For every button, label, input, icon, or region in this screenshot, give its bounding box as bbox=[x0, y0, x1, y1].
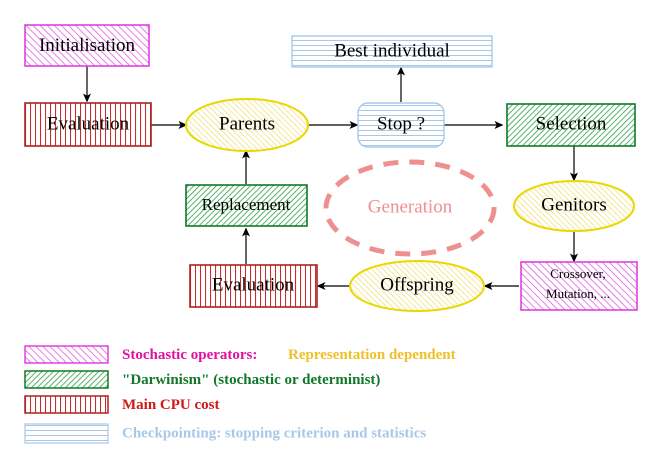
node-evaluation-bottom-shape bbox=[189, 264, 318, 308]
node-evaluation-top-label: Evaluation bbox=[47, 113, 130, 134]
node-offspring-shape bbox=[349, 260, 485, 312]
node-crossover-shape bbox=[520, 261, 638, 311]
legend-label-main-cpu-cost: Main CPU cost bbox=[122, 397, 220, 413]
node-evaluation-top-shape bbox=[24, 102, 152, 147]
node-offspring[interactable]: Offspring bbox=[349, 260, 485, 312]
legend-label-representation-dependent: Representation dependent bbox=[288, 347, 456, 363]
node-replacement-shape bbox=[185, 184, 308, 227]
node-crossover-label-line1: Crossover, bbox=[550, 266, 605, 281]
legend: Stochastic operators: Representation dep… bbox=[24, 345, 456, 444]
node-initialisation[interactable]: Initialisation bbox=[24, 24, 150, 67]
node-best-individual-label: Best individual bbox=[334, 40, 450, 61]
node-parents-shape bbox=[185, 98, 309, 152]
legend-swatch-green-diagonal-hatch bbox=[24, 370, 109, 389]
node-genitors[interactable]: Genitors bbox=[513, 180, 635, 232]
node-stop-shape bbox=[357, 102, 445, 148]
node-selection-label: Selection bbox=[536, 113, 607, 134]
node-evaluation-top[interactable]: Evaluation bbox=[24, 102, 152, 147]
node-selection[interactable]: Selection bbox=[506, 103, 636, 147]
node-initialisation-shape bbox=[24, 24, 150, 67]
node-genitors-shape bbox=[513, 180, 635, 232]
edges-layer bbox=[83, 66, 578, 290]
legend-item-stochastic: Stochastic operators: Representation dep… bbox=[24, 345, 456, 364]
node-evaluation-bottom[interactable]: Evaluation bbox=[189, 264, 318, 308]
legend-swatch-magenta-diagonal-hatch bbox=[24, 345, 109, 364]
legend-item-cpu-cost: Main CPU cost bbox=[24, 395, 220, 414]
node-stop[interactable]: Stop ? bbox=[357, 102, 445, 148]
legend-item-checkpointing: Checkpointing: stopping criterion and st… bbox=[24, 423, 426, 444]
node-generation: Generation bbox=[323, 159, 497, 257]
legend-swatch-red-vertical-hatch bbox=[24, 395, 109, 414]
legend-label-darwinism: "Darwinism" (stochastic or determinist) bbox=[122, 372, 380, 388]
node-evaluation-bottom-label: Evaluation bbox=[212, 274, 295, 295]
node-replacement[interactable]: Replacement bbox=[185, 184, 308, 227]
legend-label-checkpointing: Checkpointing: stopping criterion and st… bbox=[122, 425, 426, 441]
node-generation-label: Generation bbox=[368, 196, 453, 217]
node-best-individual[interactable]: Best individual bbox=[291, 35, 493, 68]
legend-item-darwinism: "Darwinism" (stochastic or determinist) bbox=[24, 370, 380, 389]
node-initialisation-label: Initialisation bbox=[39, 35, 136, 56]
node-parents-label: Parents bbox=[219, 113, 275, 134]
node-crossover[interactable]: Crossover, Mutation, ... bbox=[520, 261, 638, 311]
node-genitors-label: Genitors bbox=[541, 194, 606, 215]
node-offspring-label: Offspring bbox=[380, 274, 454, 295]
node-generation-shape bbox=[323, 159, 497, 257]
legend-swatch-blue-horizontal-hatch bbox=[24, 423, 109, 444]
node-stop-label: Stop ? bbox=[377, 113, 425, 134]
node-parents[interactable]: Parents bbox=[185, 98, 309, 152]
node-replacement-label: Replacement bbox=[202, 195, 291, 214]
node-crossover-label-line2: Mutation, ... bbox=[546, 286, 610, 301]
legend-label-stochastic-operators: Stochastic operators: bbox=[122, 347, 257, 363]
node-best-individual-shape bbox=[291, 35, 493, 68]
node-selection-shape bbox=[506, 103, 636, 147]
